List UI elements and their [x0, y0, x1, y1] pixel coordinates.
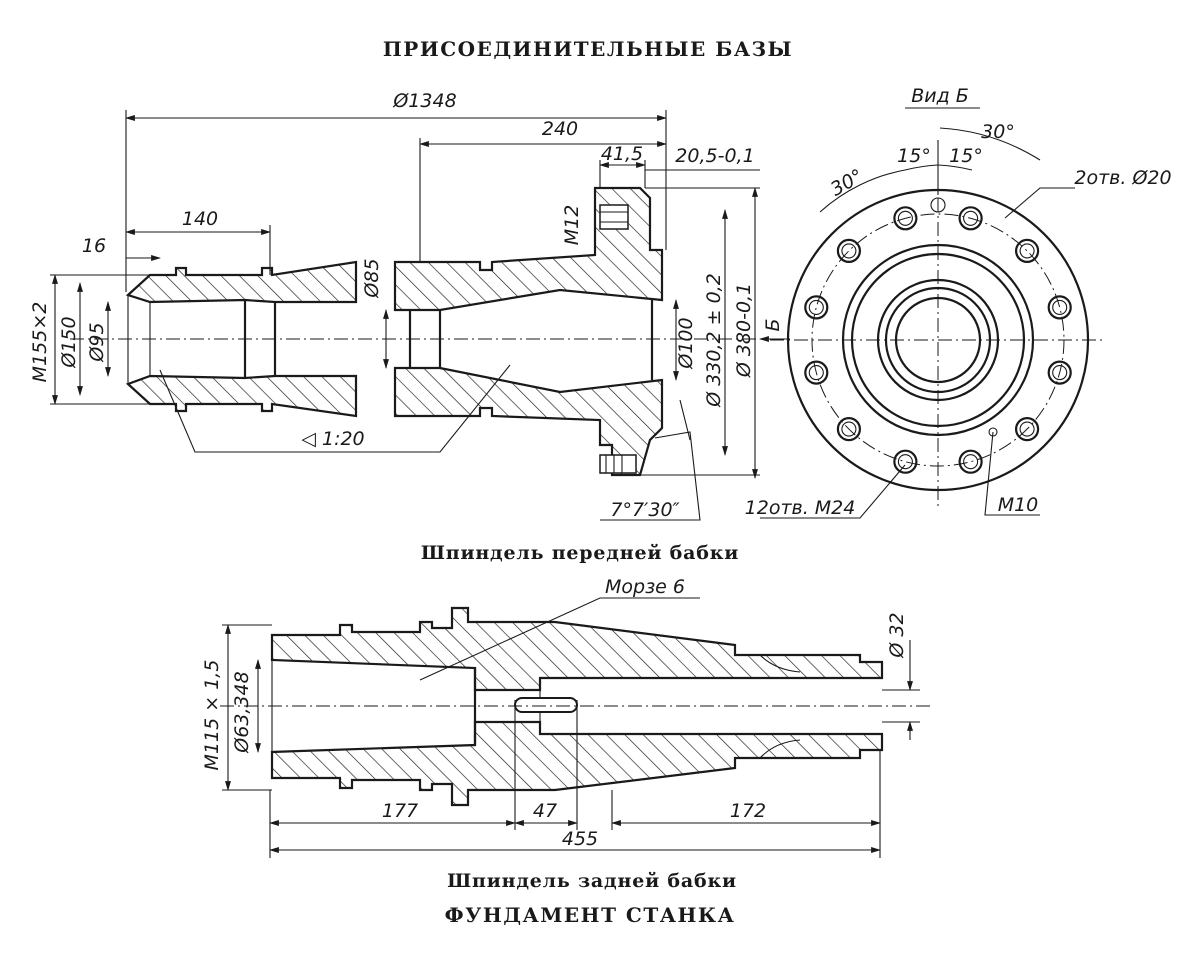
- angle-30-right: 30°: [981, 121, 1015, 143]
- bolt-hole: [893, 206, 918, 231]
- view-b: [760, 127, 1105, 519]
- bolt-hole: [836, 238, 862, 264]
- bolt-hole-inner: [963, 454, 979, 470]
- dim-m155: M155×2: [29, 302, 51, 383]
- tail-spindle-dimension-labels: Морзе 6 Ø 32 M115 × 1,5 Ø63,348 177 47 1…: [201, 576, 908, 850]
- bolt-hole-inner: [808, 299, 824, 315]
- bolt-hole: [836, 416, 862, 442]
- tail-spindle-dimensions: [222, 597, 920, 858]
- dim-172: 172: [730, 800, 766, 822]
- bolt-hole-inner: [1052, 365, 1068, 381]
- front-spindle-left-section: [125, 260, 358, 418]
- dim-16: 16: [82, 235, 106, 257]
- dim-d330: Ø 330,2 ± 0,2: [703, 273, 725, 408]
- bolt-hole-inner: [897, 210, 913, 226]
- angle-30-left: 30°: [827, 165, 867, 201]
- bolt-hole-inner: [897, 454, 913, 470]
- dim-240: 240: [542, 118, 578, 140]
- angle-15-b: 15°: [949, 145, 983, 167]
- front-spindle-dimensions: [50, 110, 790, 521]
- view-b-labels: Вид Б 30° 15° 15° 30° 2отв. Ø20 12отв. M…: [745, 85, 1172, 519]
- dim-overall: Ø1348: [392, 90, 456, 112]
- page-title: ПРИСОЕДИНИТЕЛЬНЫЕ БАЗЫ: [383, 37, 793, 61]
- bolt-hole-inner: [1019, 421, 1035, 437]
- dim-d32: Ø 32: [886, 612, 908, 658]
- tail-spindle-caption: Шпиндель задней бабки: [447, 870, 737, 892]
- dim-47: 47: [533, 800, 557, 822]
- angle-15-a: 15°: [897, 145, 931, 167]
- bolt-hole: [893, 449, 918, 474]
- bolt-hole-inner: [963, 210, 979, 226]
- dim-d100: Ø100: [675, 317, 697, 369]
- dim-m115: M115 × 1,5: [201, 660, 223, 771]
- bolt-hole: [1047, 360, 1072, 385]
- dim-140: 140: [182, 208, 218, 230]
- dim-d63: Ø63,348: [231, 671, 253, 753]
- bolt-hole-inner: [841, 421, 857, 437]
- front-spindle-dimension-labels: Ø1348 240 41,5 20,5-0,1 140 16 M155×2 Ø1…: [29, 90, 784, 521]
- label-morse: Морзе 6: [605, 576, 685, 598]
- bolt-hole-inner: [1019, 243, 1035, 259]
- bolt-hole: [958, 206, 983, 231]
- bolt-hole: [1047, 295, 1072, 320]
- dim-taper: ◁ 1:20: [301, 428, 364, 450]
- holes-20: 2отв. Ø20: [1074, 167, 1171, 189]
- dim-d380: Ø 380-0,1: [733, 283, 755, 378]
- thread-m10: M10: [998, 494, 1039, 516]
- view-b-title: Вид Б: [911, 85, 969, 107]
- bolt-hole-inner: [808, 365, 824, 381]
- dim-d85: Ø85: [361, 258, 383, 298]
- bolt-hole: [1014, 416, 1040, 442]
- view-b-marker: Б: [762, 318, 784, 331]
- holes-24: 12отв. M24: [745, 497, 856, 519]
- dim-41-5: 41,5: [601, 143, 643, 165]
- front-spindle-right-section: [393, 186, 664, 477]
- dim-d95: Ø95: [86, 322, 108, 362]
- bolt-hole: [958, 449, 983, 474]
- bolt-hole-inner: [841, 243, 857, 259]
- bolt-hole: [1014, 238, 1040, 264]
- bolt-hole: [804, 295, 829, 320]
- bolt-hole: [804, 360, 829, 385]
- bottom-title: ФУНДАМЕНТ СТАНКА: [445, 903, 736, 927]
- front-spindle-caption: Шпиндель передней бабки: [421, 542, 739, 564]
- dim-m12: M12: [561, 205, 583, 246]
- dim-20-5: 20,5-0,1: [675, 145, 754, 167]
- bolt-hole-inner: [1052, 299, 1068, 315]
- dim-455: 455: [562, 828, 598, 850]
- dim-angle: 7°7′30″: [610, 499, 679, 521]
- dim-d150: Ø150: [58, 316, 80, 368]
- dim-177: 177: [382, 800, 418, 822]
